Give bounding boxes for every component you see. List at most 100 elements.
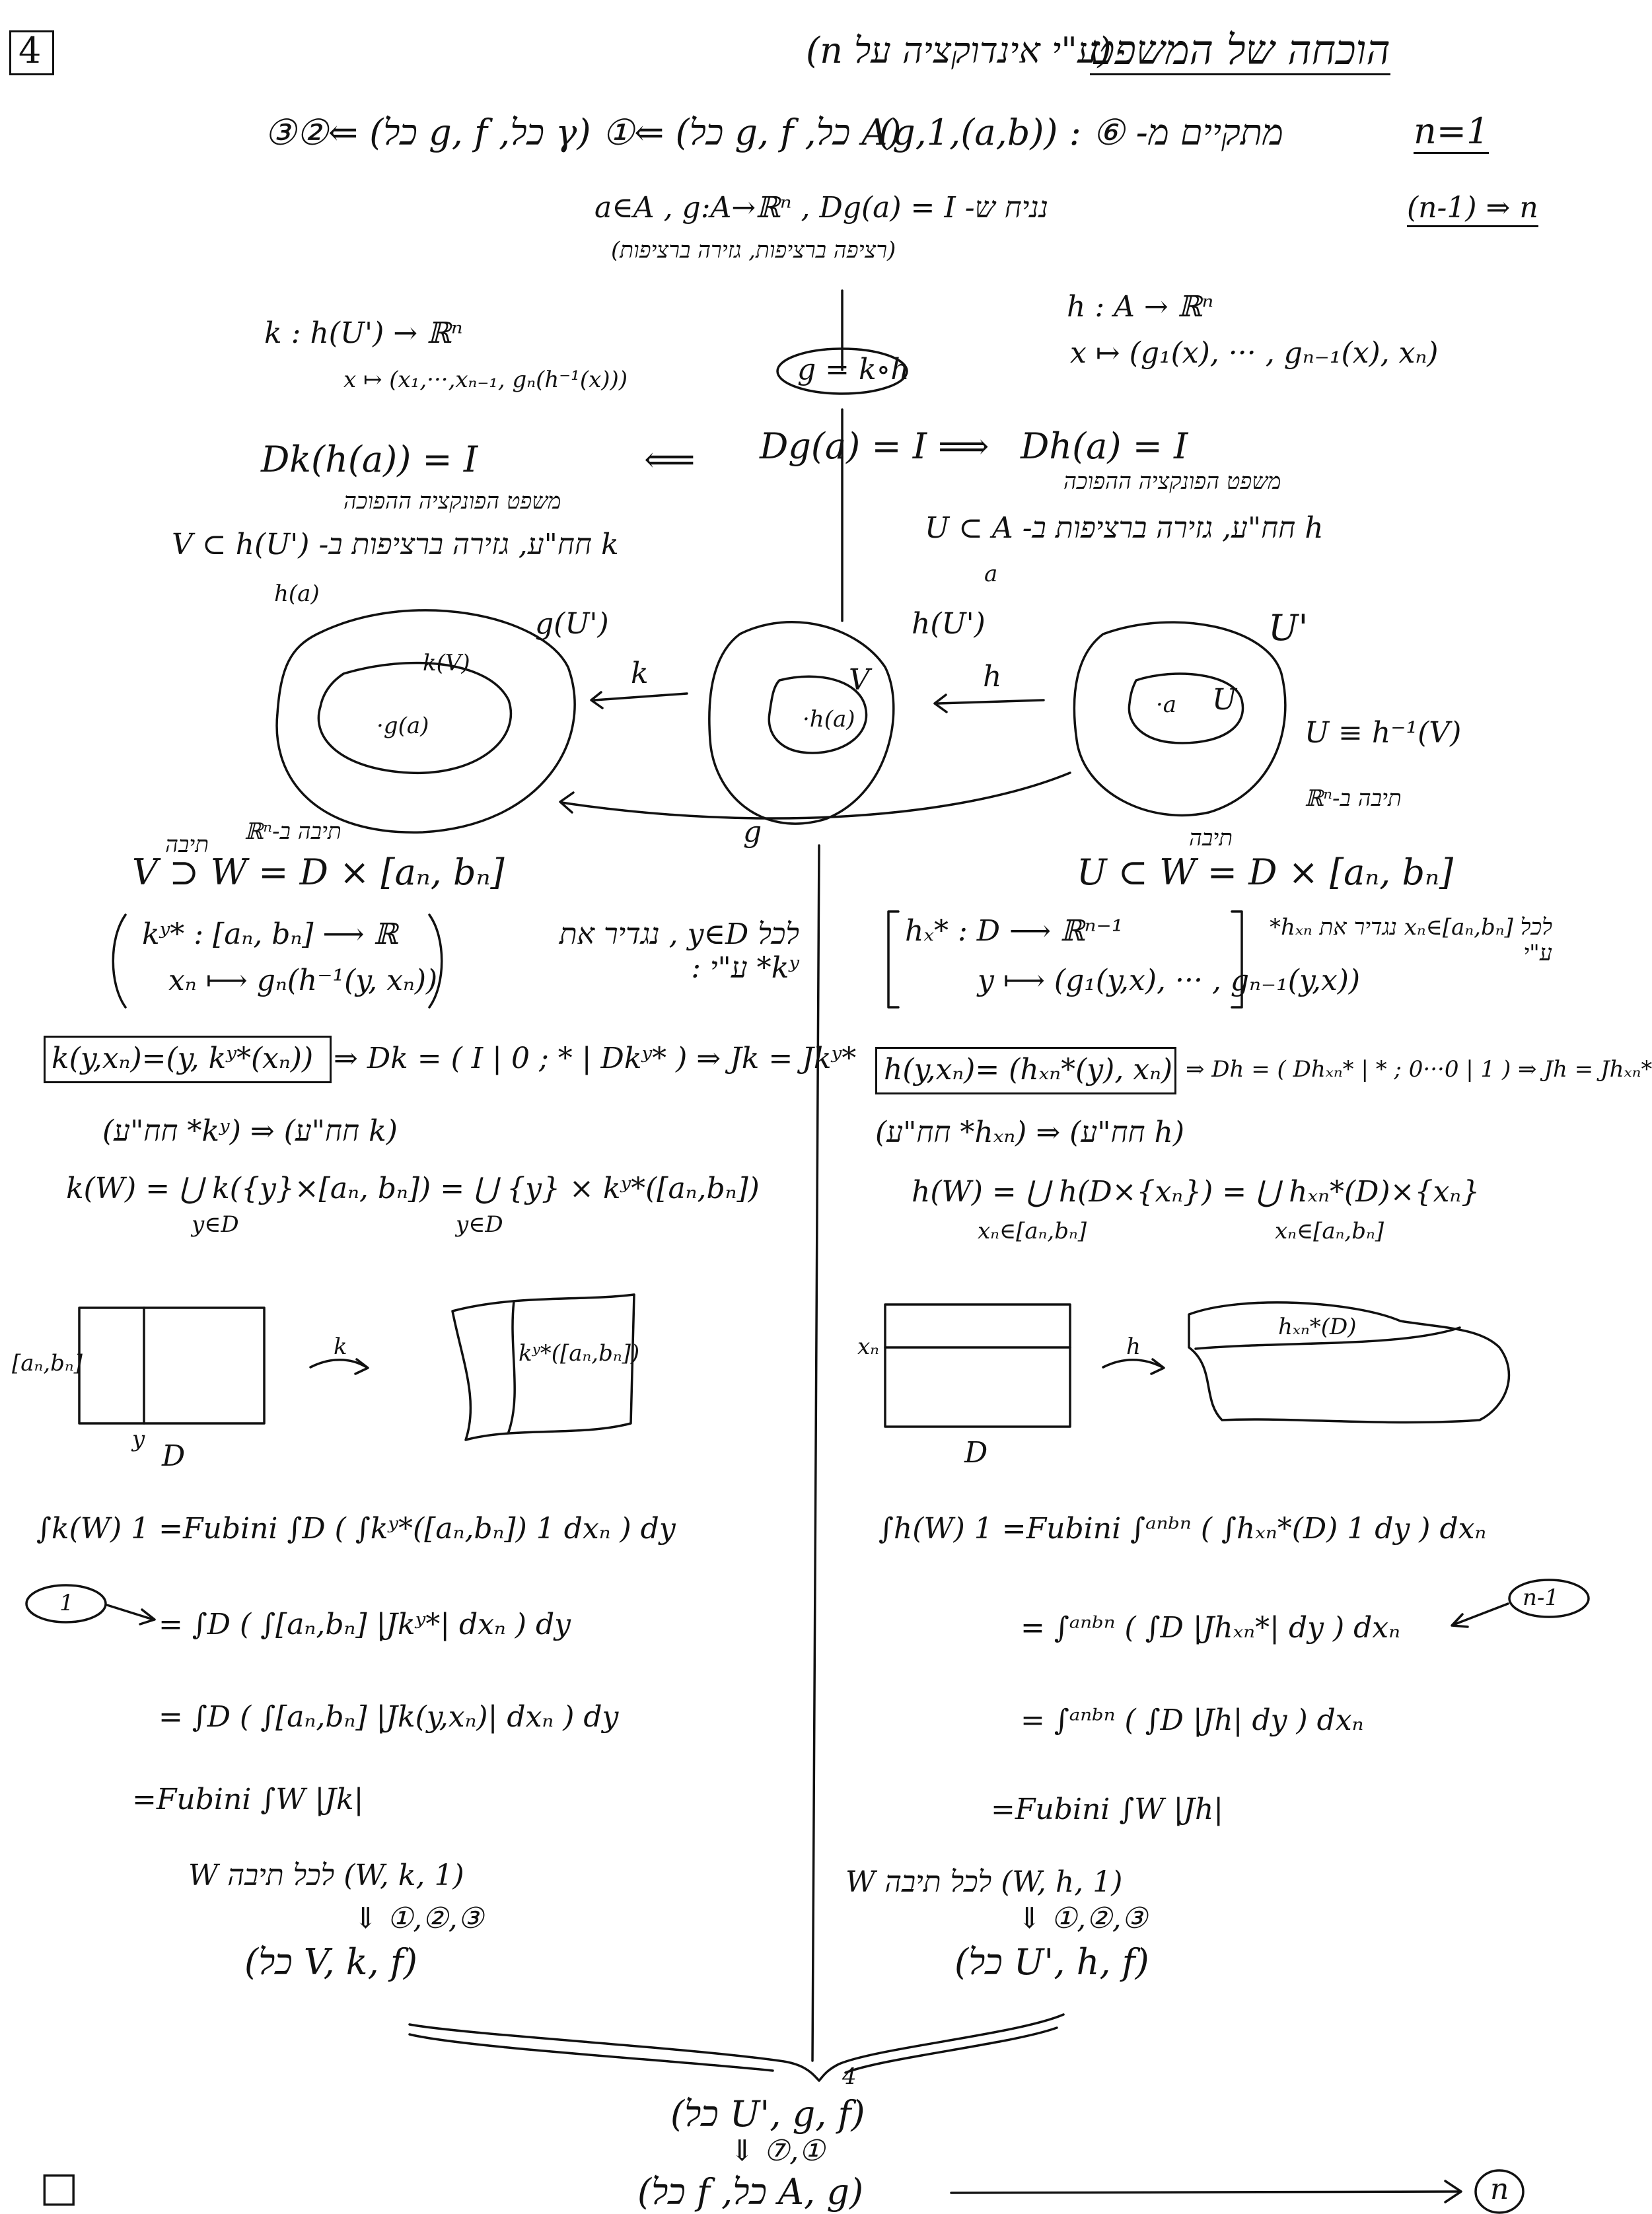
page-title: הוכחה של המשפט <box>1090 26 1390 76</box>
right-rect-label: xₙ <box>857 1334 879 1360</box>
paren-left-close <box>428 913 443 1009</box>
left-shape-label: kʸ*([aₙ,bₙ]) <box>519 1340 640 1367</box>
base-case-text: מתקיים מ- ⑥ : ((a,b),g,1) <box>879 112 1283 153</box>
left-map-2: xₙ ⟼ gₙ(h⁻¹(y, xₙ)) <box>168 964 438 997</box>
label-ga: ·g(a) <box>377 713 429 739</box>
bracket-right-close <box>1231 910 1243 1009</box>
right-map-1: hₓ* : D ⟶ ℝⁿ⁻¹ <box>905 914 1124 948</box>
implies-right: ⟹ <box>938 425 989 467</box>
label-arrow-h: h <box>983 660 1002 694</box>
paren-left-open <box>112 913 127 1009</box>
left-define: לכל y∈D , נגדיר את kʸ* ע"י : <box>559 917 799 985</box>
page-subtitle: (ע"י אינדוקציה על n) <box>806 30 1112 71</box>
right-W: U ⊂ W = D × [aₙ, bₙ] <box>1077 851 1454 893</box>
label-arrow-k: k <box>631 657 649 690</box>
right-boxed-frame <box>875 1047 1176 1094</box>
left-injective: (k חח"ע) ⇒ (kʸ* חח"ע) <box>102 1114 398 1148</box>
dg-equals-I: Dg(a) = I <box>760 425 927 467</box>
arrow-k-rect-head <box>354 1358 369 1375</box>
right-map-2: y ⟼ (g₁(y,x), ··· , gₙ₋₁(y,x)) <box>978 964 1361 997</box>
k-map: x ↦ (x₁,···,xₙ₋₁, gₙ(h⁻¹(x))) <box>343 367 628 393</box>
label-a: ·a <box>1156 692 1177 718</box>
bottom-line-2: (A, g כל, f כל) <box>637 2171 864 2213</box>
base-case-label: n=1 <box>1414 110 1490 155</box>
right-injective: (h חח"ע) ⇒ (hₓₙ* חח"ע) <box>875 1116 1185 1149</box>
dh-equals-I: Dh(a) = I <box>1021 425 1188 467</box>
circle-1 <box>25 1584 107 1624</box>
base-case-chain: (A כל, g, f כל) ⇐① (γ כל, g, f כל) ⇐②③ <box>264 112 902 153</box>
arrow-g-head <box>559 791 575 814</box>
blob-V <box>768 675 868 754</box>
implies-left: ⟸ <box>644 439 696 480</box>
left-rect-D: D <box>162 1439 186 1473</box>
bottom-circle-n: n <box>1490 2172 1509 2206</box>
left-integral-3: = ∫D ( ∫[aₙ,bₙ] |Jk(y,xₙ)| dxₙ ) dy <box>159 1700 619 1734</box>
left-box-word: תיבה <box>165 832 209 858</box>
label-kV: k(V) <box>423 650 470 676</box>
right-image-sub-1: xₙ∈[aₙ,bₙ] <box>978 1218 1087 1244</box>
left-circle-1-label: 1 <box>59 1590 74 1616</box>
left-rect-y: y <box>132 1426 145 1452</box>
left-triple: (W, k, 1) לכל תיבה W <box>188 1859 464 1892</box>
bottom-steps: ⇓ ⑦,① <box>730 2134 825 2168</box>
label-U: U <box>1212 683 1237 717</box>
arrow-circle-1-head <box>139 1608 156 1625</box>
label-ha: ·h(a) <box>803 706 855 732</box>
page-number: 4 <box>18 30 42 71</box>
label-Uprime: U' <box>1268 607 1309 649</box>
left-W: V ⊃ W = D × [aₙ, bₙ] <box>132 851 505 893</box>
arrow-h <box>937 699 1045 705</box>
page-number-box <box>9 30 54 75</box>
bottom-line-1: (U', g, f כל) <box>670 2093 865 2135</box>
left-steps: ⇓ ①,②,③ <box>353 1902 484 1935</box>
h-conclusion-point: a <box>984 561 998 587</box>
note-box-left: תיבה ב-ℝⁿ <box>244 818 341 845</box>
step-assume-note: (רציפה ברציפות, גזירה ברציפות) <box>611 237 896 264</box>
shape-kW-slice <box>507 1300 516 1433</box>
h-map: x ↦ (g₁(x), ··· , gₙ₋₁(x), xₙ) <box>1070 336 1439 370</box>
left-map-1: kʸ* : [aₙ, bₙ] ⟶ ℝ <box>142 917 398 951</box>
sketch-lines <box>25 289 1590 2214</box>
left-integral-1: ∫k(W) 1 =Fubini ∫D ( ∫kʸ*([aₙ,bₙ]) 1 dxₙ… <box>36 1512 676 1546</box>
arrow-h-head <box>933 694 948 713</box>
rect-left <box>78 1306 266 1425</box>
blob-Uprime <box>1073 621 1287 817</box>
right-steps: ⇓ ①,②,③ <box>1017 1902 1148 1935</box>
left-image-sub-2: y∈D <box>456 1211 503 1238</box>
qed-square: □ <box>40 2162 79 2211</box>
right-integral-4: =Fubini ∫W |Jh| <box>991 1793 1224 1826</box>
left-image: k(W) = ⋃ k({y}×[aₙ, bₙ]) = ⋃ {y} × kʸ*([… <box>66 1172 760 1205</box>
brace-right-2 <box>844 2026 1058 2074</box>
step-label: (n-1) ⇒ n <box>1407 191 1538 227</box>
arrow-k-rect <box>309 1359 368 1369</box>
blob-U <box>1128 672 1244 744</box>
left-boxed: k(y,xₙ)=(y, kʸ*(xₙ)) <box>52 1042 314 1075</box>
right-define: לכל xₙ∈[aₙ,bₙ] נגדיר את hₓₙ* ע"י <box>1269 914 1552 967</box>
right-integral-1: ∫h(W) 1 =Fubini ∫ᵃⁿᵇⁿ ( ∫hₓₙ*(D) 1 dy ) … <box>879 1512 1487 1546</box>
circle-n <box>1474 2169 1525 2214</box>
blob-hU <box>708 621 895 825</box>
rect-right <box>884 1303 1071 1428</box>
arrow-g <box>560 771 1071 820</box>
brace-left-2 <box>408 2033 774 2072</box>
k-conclusion-point: h(a) <box>274 581 320 607</box>
step-assume: נניח ש- a∈A , g:A→ℝⁿ , Dg(a) = I <box>594 191 1048 225</box>
arrow-circle-1 <box>106 1604 155 1621</box>
circle-n-1 <box>1508 1579 1590 1618</box>
right-image: h(W) = ⋃ h(D×{xₙ}) = ⋃ hₓₙ*(D)×{xₙ} <box>912 1175 1480 1209</box>
right-triple: (W, h, 1) לכל תיבה W <box>845 1865 1123 1899</box>
left-result: (V, k, f כל) <box>244 1941 417 1983</box>
bracket-right-open <box>887 910 900 1009</box>
k-conclusion: k חח"ע, גזירה ברציפות ב- V ⊂ h(U') <box>172 528 619 561</box>
brace-right <box>818 2013 1065 2082</box>
left-rect-label: [aₙ,bₙ] <box>12 1350 83 1376</box>
label-arrow-g: g <box>743 815 762 849</box>
g-equals-koh: g = k∘h <box>797 353 910 386</box>
inverse-thm-right: משפט הפונקציה ההפוכה <box>1063 468 1281 495</box>
shape-hW-slice <box>1194 1326 1461 1350</box>
arrow-to-n <box>950 2190 1461 2194</box>
left-jacobian: ⇒ Dk = ( I | 0 ; * | Dkʸ* ) ⇒ Jk = Jkʸ* <box>334 1042 857 1075</box>
right-circle-label: n-1 <box>1523 1585 1560 1611</box>
right-arrow-h-label: h <box>1126 1334 1141 1360</box>
right-integral-3: = ∫ᵃⁿᵇⁿ ( ∫D |Jh| dy ) dxₙ <box>1021 1703 1364 1737</box>
